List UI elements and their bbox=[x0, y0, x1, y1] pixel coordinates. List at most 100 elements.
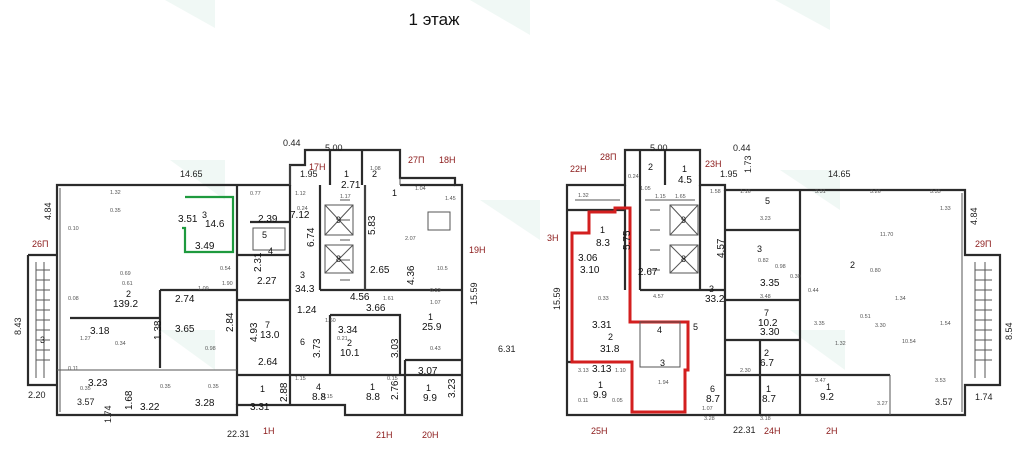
svg-text:11.70: 11.70 bbox=[880, 232, 893, 238]
svg-text:1.10: 1.10 bbox=[615, 368, 626, 374]
room-area: 2.74 bbox=[175, 294, 195, 305]
tag-25n: 25Н bbox=[591, 426, 608, 436]
room-area: 3.22 bbox=[140, 402, 160, 413]
room-area: 2.76 bbox=[390, 380, 401, 400]
room-area: 139.2 bbox=[113, 299, 138, 310]
room-area: 9.9 bbox=[423, 393, 437, 404]
svg-text:0.98: 0.98 bbox=[205, 346, 216, 352]
room-area: 3.51 bbox=[178, 214, 198, 225]
tag-17n: 17Н bbox=[309, 162, 326, 172]
svg-text:10.5: 10.5 bbox=[437, 266, 448, 272]
svg-text:3.48: 3.48 bbox=[760, 294, 771, 300]
room-number: 8 bbox=[336, 254, 341, 264]
dim-label: 15.59 bbox=[469, 282, 479, 305]
room-number: 3 bbox=[709, 284, 714, 294]
svg-text:0.35: 0.35 bbox=[208, 384, 219, 390]
room-number: 2 bbox=[372, 169, 377, 179]
svg-text:1.17: 1.17 bbox=[340, 194, 351, 200]
svg-text:0.54: 0.54 bbox=[220, 266, 231, 272]
svg-text:3.27: 3.27 bbox=[877, 401, 888, 407]
dim-label: 1.74 bbox=[975, 392, 993, 402]
svg-text:3.47: 3.47 bbox=[815, 378, 826, 384]
center-dim: 6.31 bbox=[498, 344, 516, 354]
tag-26p: 26П bbox=[32, 239, 48, 249]
room-area: 3.23 bbox=[88, 378, 108, 389]
left-highlight-room-3 bbox=[182, 195, 235, 254]
room-number: 5 bbox=[693, 322, 698, 332]
room-number: 3 bbox=[300, 270, 305, 280]
svg-text:1.54: 1.54 bbox=[940, 321, 951, 327]
svg-text:3.35: 3.35 bbox=[930, 189, 941, 195]
room-number: 1 bbox=[392, 188, 397, 198]
svg-text:0.69: 0.69 bbox=[120, 271, 131, 277]
left-interior-walls bbox=[70, 150, 462, 415]
right-building: 22Н 28П 23Н 3Н 29П 25Н 24Н 2Н 5.00 0.44 … bbox=[547, 143, 1014, 436]
room-area: 14.6 bbox=[205, 219, 225, 230]
dim-label: 8.43 bbox=[13, 317, 23, 335]
svg-text:3.28: 3.28 bbox=[704, 416, 715, 422]
svg-text:0.24: 0.24 bbox=[628, 174, 639, 180]
room-area: 3.13 bbox=[592, 364, 612, 375]
svg-text:0.05: 0.05 bbox=[612, 398, 623, 404]
room-area: 3.03 bbox=[390, 338, 401, 358]
left-building: 17Н 27П 18Н 26П 19Н 1Н 21Н 20Н 0.44 5.00… bbox=[13, 138, 486, 440]
room-number: 1 bbox=[766, 384, 771, 394]
svg-text:0.61: 0.61 bbox=[122, 281, 133, 287]
tag-29p: 29П bbox=[975, 239, 991, 249]
svg-text:1.07: 1.07 bbox=[702, 406, 713, 412]
room-area: 3.65 bbox=[175, 324, 195, 335]
room-number: 3 bbox=[202, 210, 207, 220]
room-area: 3.31 bbox=[592, 320, 612, 331]
dim-label: 4.84 bbox=[43, 202, 53, 220]
dim-label: 4.84 bbox=[969, 207, 979, 225]
left-room-labels: 1 2.71 2 1 3 14.6 3.51 3.49 5 2.39 4 2.2… bbox=[40, 169, 458, 413]
room-number: 2 bbox=[850, 260, 855, 270]
room-area: 8.7 bbox=[706, 394, 720, 405]
svg-text:10.54: 10.54 bbox=[902, 339, 916, 345]
svg-text:0.11: 0.11 bbox=[578, 398, 588, 404]
room-number: 7 bbox=[764, 308, 769, 318]
room-area: 2.65 bbox=[370, 265, 390, 276]
tag-2n: 2Н bbox=[826, 426, 838, 436]
svg-text:1.90: 1.90 bbox=[222, 281, 233, 287]
svg-text:1.32: 1.32 bbox=[578, 193, 589, 199]
dim-label: 14.65 bbox=[180, 169, 203, 179]
left-stair-pocket bbox=[26, 253, 57, 387]
tag-20n: 20Н bbox=[422, 430, 439, 440]
room-area: 3.49 bbox=[195, 241, 215, 252]
svg-text:0.35: 0.35 bbox=[80, 386, 91, 392]
room-area: 6.7 bbox=[760, 358, 774, 369]
room-area: 3.18 bbox=[90, 326, 110, 337]
tag-3n: 3Н bbox=[547, 233, 559, 243]
left-small-dims: 1.320.35 0.100.08 0.690.61 1.270.34 0.11… bbox=[68, 166, 456, 400]
svg-text:2.30: 2.30 bbox=[740, 368, 751, 374]
svg-text:1.61: 1.61 bbox=[383, 296, 394, 302]
room-area: 3.23 bbox=[447, 378, 458, 398]
dim-label: 1.95 bbox=[720, 169, 738, 179]
svg-text:3.13: 3.13 bbox=[578, 368, 589, 374]
svg-text:0.43: 0.43 bbox=[430, 346, 441, 352]
room-number: 2 bbox=[347, 338, 352, 348]
svg-text:4.57: 4.57 bbox=[653, 294, 664, 300]
room-area: 4.5 bbox=[678, 175, 692, 186]
room-number: 2 bbox=[648, 162, 653, 172]
room-number: 9 bbox=[681, 215, 686, 225]
svg-text:1.09: 1.09 bbox=[198, 286, 209, 292]
room-number: 1 bbox=[600, 225, 605, 235]
svg-text:0.82: 0.82 bbox=[758, 258, 769, 264]
svg-text:0.77: 0.77 bbox=[250, 191, 261, 197]
svg-text:0.15: 0.15 bbox=[387, 376, 398, 382]
tag-28p: 28П bbox=[600, 152, 616, 162]
room-number: 1 bbox=[428, 312, 433, 322]
room-area: 2.27 bbox=[257, 276, 277, 287]
svg-text:0.21: 0.21 bbox=[337, 336, 348, 342]
svg-text:1.27: 1.27 bbox=[80, 336, 91, 342]
tag-18n: 18Н bbox=[439, 155, 456, 165]
room-number: 4 bbox=[268, 246, 273, 256]
svg-text:3.23: 3.23 bbox=[760, 216, 771, 222]
svg-text:1.07: 1.07 bbox=[430, 300, 441, 306]
room-area: 1.38 bbox=[153, 320, 164, 340]
svg-text:0.44: 0.44 bbox=[808, 288, 819, 294]
